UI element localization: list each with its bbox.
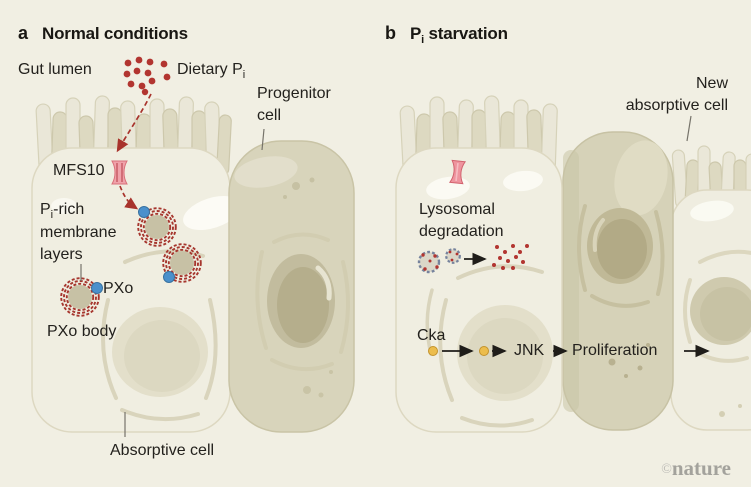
- mfs10-label: MFS10: [53, 162, 105, 179]
- panel-a-title: a Normal conditions: [18, 23, 188, 44]
- dietary-pi-label: Dietary Pi: [177, 61, 246, 81]
- progenitor-cell-b-shape: [562, 131, 674, 431]
- pxo-label: PXo: [103, 280, 134, 297]
- pxo-body-3: [60, 277, 103, 317]
- mfs10-channel: [111, 160, 128, 185]
- panel-a-title-text: Normal conditions: [42, 24, 188, 43]
- leader-progenitor-cell: [261, 128, 265, 151]
- progenitor-cell-label: Progenitor cell: [257, 85, 331, 124]
- pxo-protein-dot: [91, 282, 103, 294]
- pxo-protein-dot: [138, 206, 150, 218]
- mfs10-channel-degrading: [448, 159, 467, 185]
- lysosome-small: [445, 248, 461, 264]
- starved-cell-body: [395, 147, 563, 433]
- nature-credit: ©nature: [661, 456, 731, 481]
- absorptive-cell-body: [31, 147, 241, 433]
- uptake-arrow-to-pxo-body: [119, 185, 139, 210]
- uptake-arrow-to-channel: [116, 93, 152, 153]
- pxo-body-1: [137, 206, 177, 247]
- progenitor-cell-shape: [228, 140, 355, 433]
- panel-b-tag: b: [385, 23, 396, 43]
- pxo-protein-dot: [163, 271, 175, 283]
- proliferation-label: Proliferation: [572, 342, 658, 359]
- cka-dot-1: [428, 346, 438, 356]
- cka-label: Cka: [417, 327, 446, 344]
- cka-dot-2: [479, 346, 489, 356]
- new-absorptive-cell-label: New absorptive cell: [625, 75, 728, 114]
- dietary-pi-dots: [123, 56, 171, 96]
- jnk-label: JNK: [514, 342, 545, 359]
- pi-rich-membrane-layers-label: Pi-rich membrane layers: [40, 201, 117, 263]
- pxo-body-2: [162, 243, 202, 283]
- released-pi-dots: [492, 244, 529, 270]
- nature-wordmark: nature: [671, 456, 731, 480]
- panel-b-title: b Pi starvation: [385, 23, 508, 46]
- lysosomal-degradation-label: Lysosomal degradation: [419, 201, 504, 240]
- gut-lumen-label: Gut lumen: [18, 61, 92, 78]
- leader-new-absorptive-cell: [686, 115, 692, 142]
- panel-b-title-text: Pi starvation: [410, 24, 508, 46]
- new-absorptive-cell-body: [670, 189, 751, 431]
- panel-a-tag: a: [18, 23, 29, 43]
- pxo-body-label: PXo body: [47, 323, 117, 340]
- lysosome-large: [417, 250, 441, 274]
- absorptive-cell-label: Absorptive cell: [110, 442, 215, 459]
- copyright-icon: ©: [661, 462, 672, 477]
